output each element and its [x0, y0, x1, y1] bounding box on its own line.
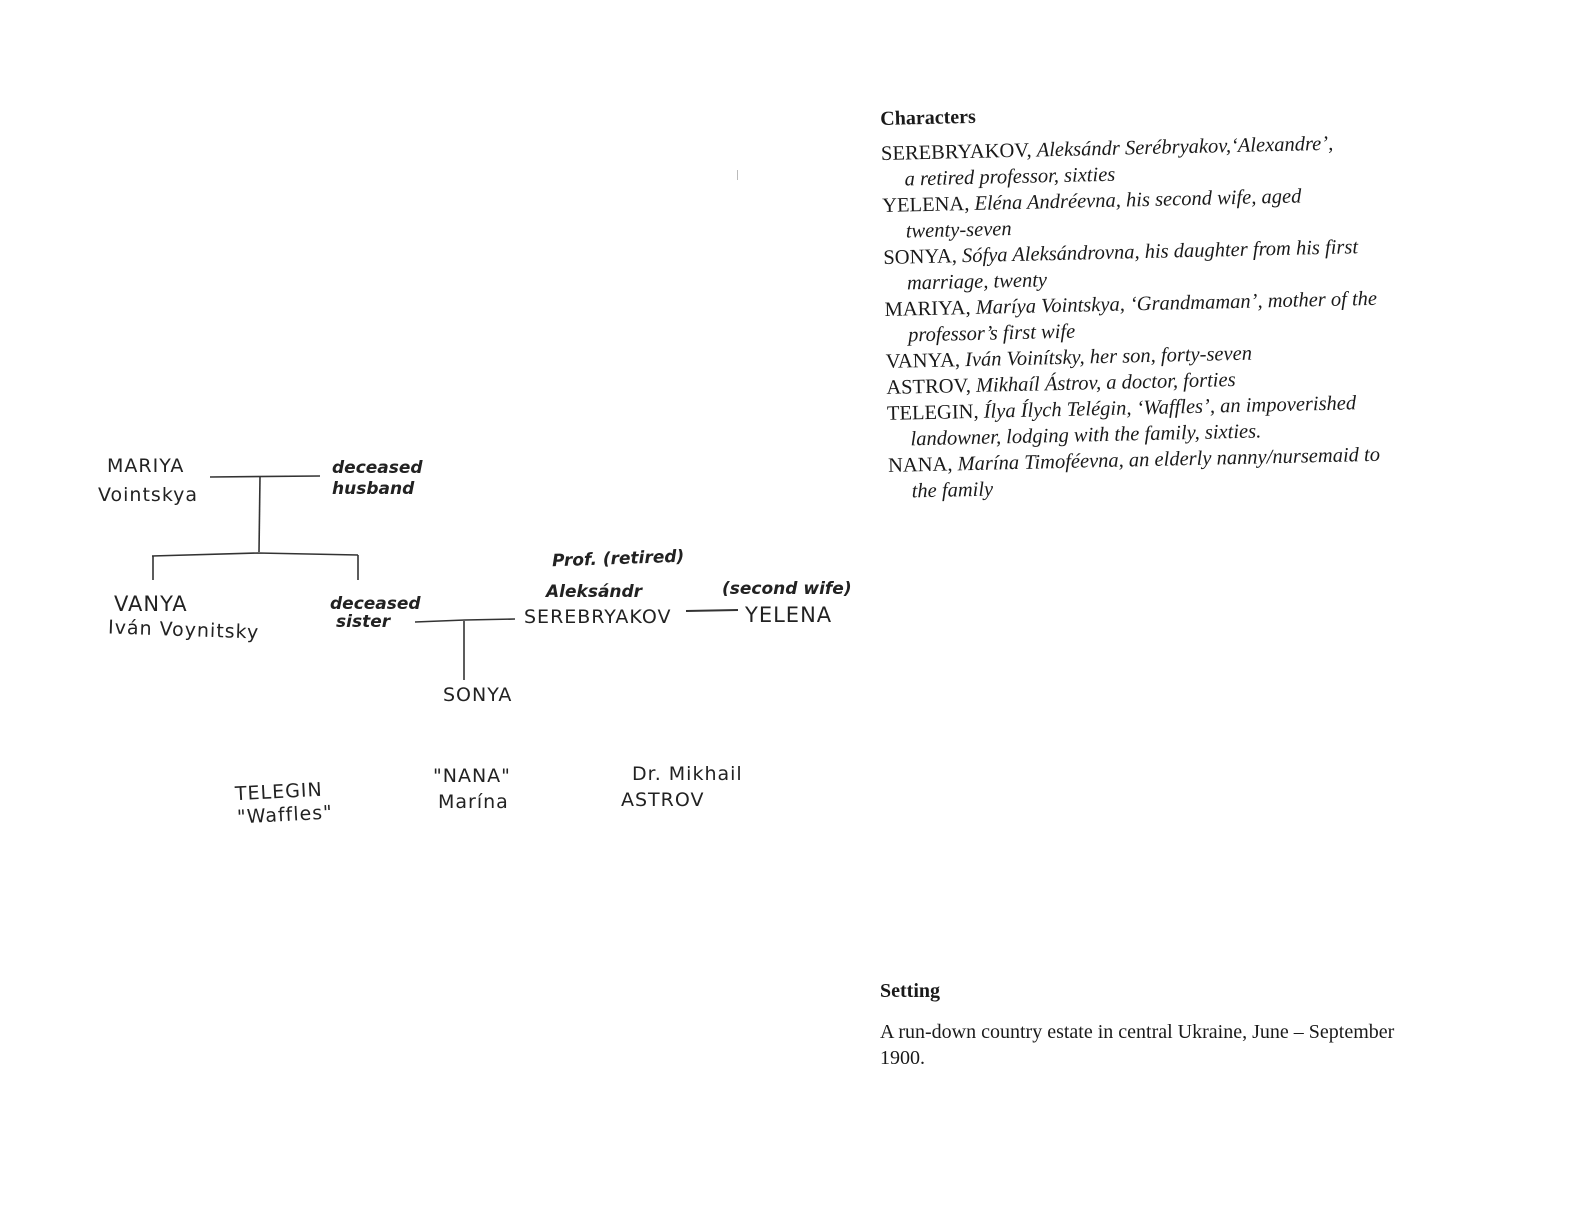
- character-name: NANA,: [887, 453, 953, 477]
- setting-section: Setting A run-down country estate in cen…: [880, 980, 1440, 1071]
- character-name: SONYA,: [883, 245, 958, 269]
- character-name: ASTROV,: [886, 375, 972, 399]
- husband-label-2: husband: [332, 479, 415, 499]
- character-name: VANYA,: [885, 349, 961, 373]
- husband-label-1: deceased: [332, 458, 423, 478]
- character-name: TELEGIN,: [886, 400, 979, 425]
- astrov-title: Dr. Mikhail: [632, 763, 743, 785]
- character-desc: Mikhaíl Ástrov, a doctor, forties: [975, 369, 1236, 397]
- character-name: YELENA,: [881, 193, 970, 217]
- astrov-label: ASTROV: [621, 789, 705, 811]
- sister-serebryakov-line: [414, 618, 516, 623]
- siblings-bar: [151, 552, 359, 557]
- yelena-label: YELENA: [745, 603, 833, 627]
- serebryakov-note: Prof. (retired): [551, 546, 685, 572]
- nana-label: "NANA": [433, 765, 511, 787]
- yelena-note: (second wife): [722, 579, 852, 599]
- character-name: MARIYA,: [884, 296, 971, 321]
- nana-name: Marína: [438, 791, 509, 813]
- telegin-label: TELEGIN: [234, 778, 324, 806]
- character-desc: Eléna Andréevna, his second wife, aged: [974, 185, 1302, 215]
- sonya-label: SONYA: [443, 684, 513, 706]
- mariya-surname: Vointskya: [98, 484, 199, 506]
- mariya-children-stem: [258, 476, 261, 553]
- mariya-label: MARIYA: [107, 455, 185, 477]
- setting-text: A run-down country estate in central Ukr…: [880, 1021, 1395, 1069]
- setting-heading: Setting: [880, 980, 940, 1002]
- characters-list: Characters SEREBRYAKOV, Aleksándr Serébr…: [880, 95, 1449, 505]
- scan-mark: [737, 170, 738, 180]
- serebryakov-firstname: Aleksándr: [546, 582, 643, 602]
- mariya-husband-line: [209, 475, 321, 478]
- telegin-nickname: "Waffles": [236, 801, 334, 829]
- serebryakov-label: SEREBRYAKOV: [524, 606, 672, 628]
- sister-label-2: sister: [336, 612, 391, 632]
- vanya-fullname: Iván Voynitsky: [107, 616, 260, 644]
- serebryakov-yelena-line: [685, 609, 739, 612]
- vanya-label: VANYA: [114, 592, 188, 616]
- sister-label-1: deceased: [330, 594, 421, 614]
- character-name: SEREBRYAKOV,: [880, 139, 1032, 165]
- character-desc: Aleksándr Serébryakov,‘Alexandre’,: [1036, 132, 1334, 162]
